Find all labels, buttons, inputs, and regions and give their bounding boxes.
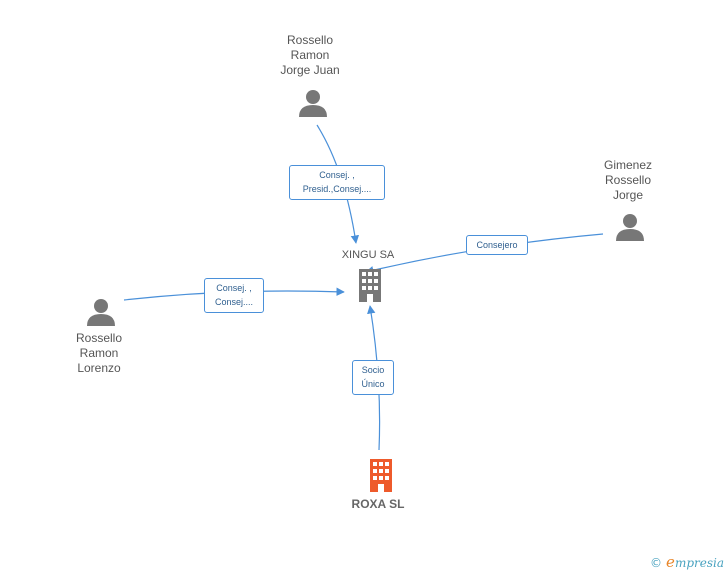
person-right-line-1: Gimenez: [603, 158, 653, 172]
edge-label-left[interactable]: Consej. , Consej....: [204, 278, 264, 313]
brand-rest: mpresia: [674, 556, 724, 570]
company-sub-name[interactable]: ROXA SL: [351, 497, 405, 511]
person-icon[interactable]: [86, 297, 116, 327]
edge-label-top-line-1: Consej. ,: [319, 170, 355, 180]
edge-label-left-line-1: Consej. ,: [216, 283, 252, 293]
person-top-line-3: Jorge Juan: [280, 63, 340, 77]
person-left-line-3: Lorenzo: [77, 361, 121, 375]
edge-label-top-line-2: Presid.,Consej....: [302, 184, 372, 194]
person-icon[interactable]: [298, 88, 328, 118]
person-left-label[interactable]: Rossello Ramon Lorenzo: [44, 331, 154, 376]
edge-label-bottom-line-2: Único: [361, 379, 385, 389]
person-top-line-2: Ramon: [290, 48, 330, 62]
building-icon[interactable]: [364, 458, 398, 492]
edge-label-bottom-line-1: Socio: [361, 365, 385, 375]
person-icon[interactable]: [615, 212, 645, 242]
person-top-line-1: Rossello: [286, 33, 334, 47]
edge-label-right-line-1: Consejero: [476, 240, 518, 250]
person-left-line-2: Ramon: [79, 346, 119, 360]
brand-watermark: ©empresia: [650, 553, 724, 571]
brand-initial: e: [666, 553, 675, 571]
edge-label-left-line-2: Consej....: [214, 297, 254, 307]
person-right-line-2: Rossello: [604, 173, 652, 187]
person-right-line-3: Jorge: [612, 188, 644, 202]
building-icon[interactable]: [353, 268, 387, 302]
person-right-label[interactable]: Gimenez Rossello Jorge: [573, 158, 683, 203]
company-main-name[interactable]: XINGU SA: [341, 249, 395, 261]
copyright-symbol: ©: [650, 556, 663, 570]
edge-label-top[interactable]: Consej. , Presid.,Consej....: [289, 165, 385, 200]
edge-label-right[interactable]: Consejero: [466, 235, 528, 255]
edge-label-bottom[interactable]: Socio Único: [352, 360, 394, 395]
person-left-line-1: Rossello: [75, 331, 123, 345]
person-top-label[interactable]: Rossello Ramon Jorge Juan: [255, 33, 365, 78]
